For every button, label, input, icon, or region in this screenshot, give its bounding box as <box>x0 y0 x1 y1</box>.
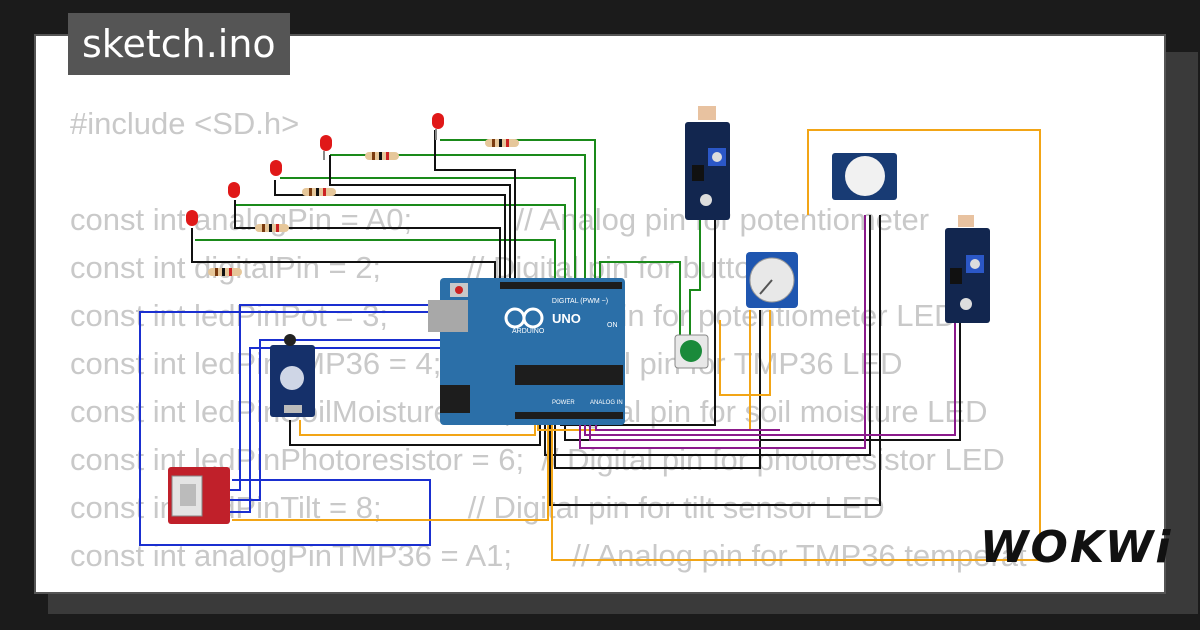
resistor-4[interactable] <box>255 224 289 232</box>
code-line: const int digitalPin = 2; // Digital pin… <box>70 250 769 285</box>
resistor-2[interactable] <box>365 152 399 160</box>
digital-header-label: DIGITAL (PWM ~) <box>552 298 608 305</box>
file-title-tab[interactable]: sketch.ino <box>68 13 290 75</box>
led-3[interactable] <box>270 160 282 176</box>
resistor-5[interactable] <box>208 268 242 276</box>
photoresistor-module[interactable] <box>685 106 730 220</box>
code-line: const int analogPin = A0; // Analog pin … <box>70 202 930 237</box>
arduino-uno-board[interactable]: DIGITAL (PWM ~) UNO ARDUINO ON POWER ANA… <box>428 278 625 425</box>
led-1[interactable] <box>432 113 444 140</box>
led-4[interactable] <box>228 182 240 198</box>
led-5[interactable] <box>186 210 198 226</box>
sd-card-module[interactable] <box>168 467 230 524</box>
board-model-label: UNO <box>552 311 581 326</box>
pushbutton[interactable] <box>674 334 709 369</box>
purple-wires <box>579 215 956 449</box>
resistor-1[interactable] <box>485 139 519 147</box>
led-2[interactable] <box>320 135 332 160</box>
power-header-label: POWER <box>552 400 575 406</box>
on-led-label: ON <box>607 322 618 329</box>
board-brand-label: ARDUINO <box>512 328 545 335</box>
wokwi-logo: WOKWi <box>980 522 1173 573</box>
analog-header-label: ANALOG IN <box>590 400 623 406</box>
tilt-sensor-module[interactable] <box>270 334 315 417</box>
soil-moisture-module[interactable] <box>945 215 990 323</box>
code-line: #include <SD.h> <box>70 106 300 141</box>
code-line: const int analogPinTMP36 = A1; // Analog… <box>70 538 1027 573</box>
code-line: const int soilMoisturePin = A2; // Analo… <box>70 586 917 592</box>
resistor-3[interactable] <box>302 188 336 196</box>
black-wires <box>191 130 961 506</box>
potentiometer[interactable] <box>746 252 798 308</box>
pir-motion-sensor[interactable] <box>832 153 897 200</box>
